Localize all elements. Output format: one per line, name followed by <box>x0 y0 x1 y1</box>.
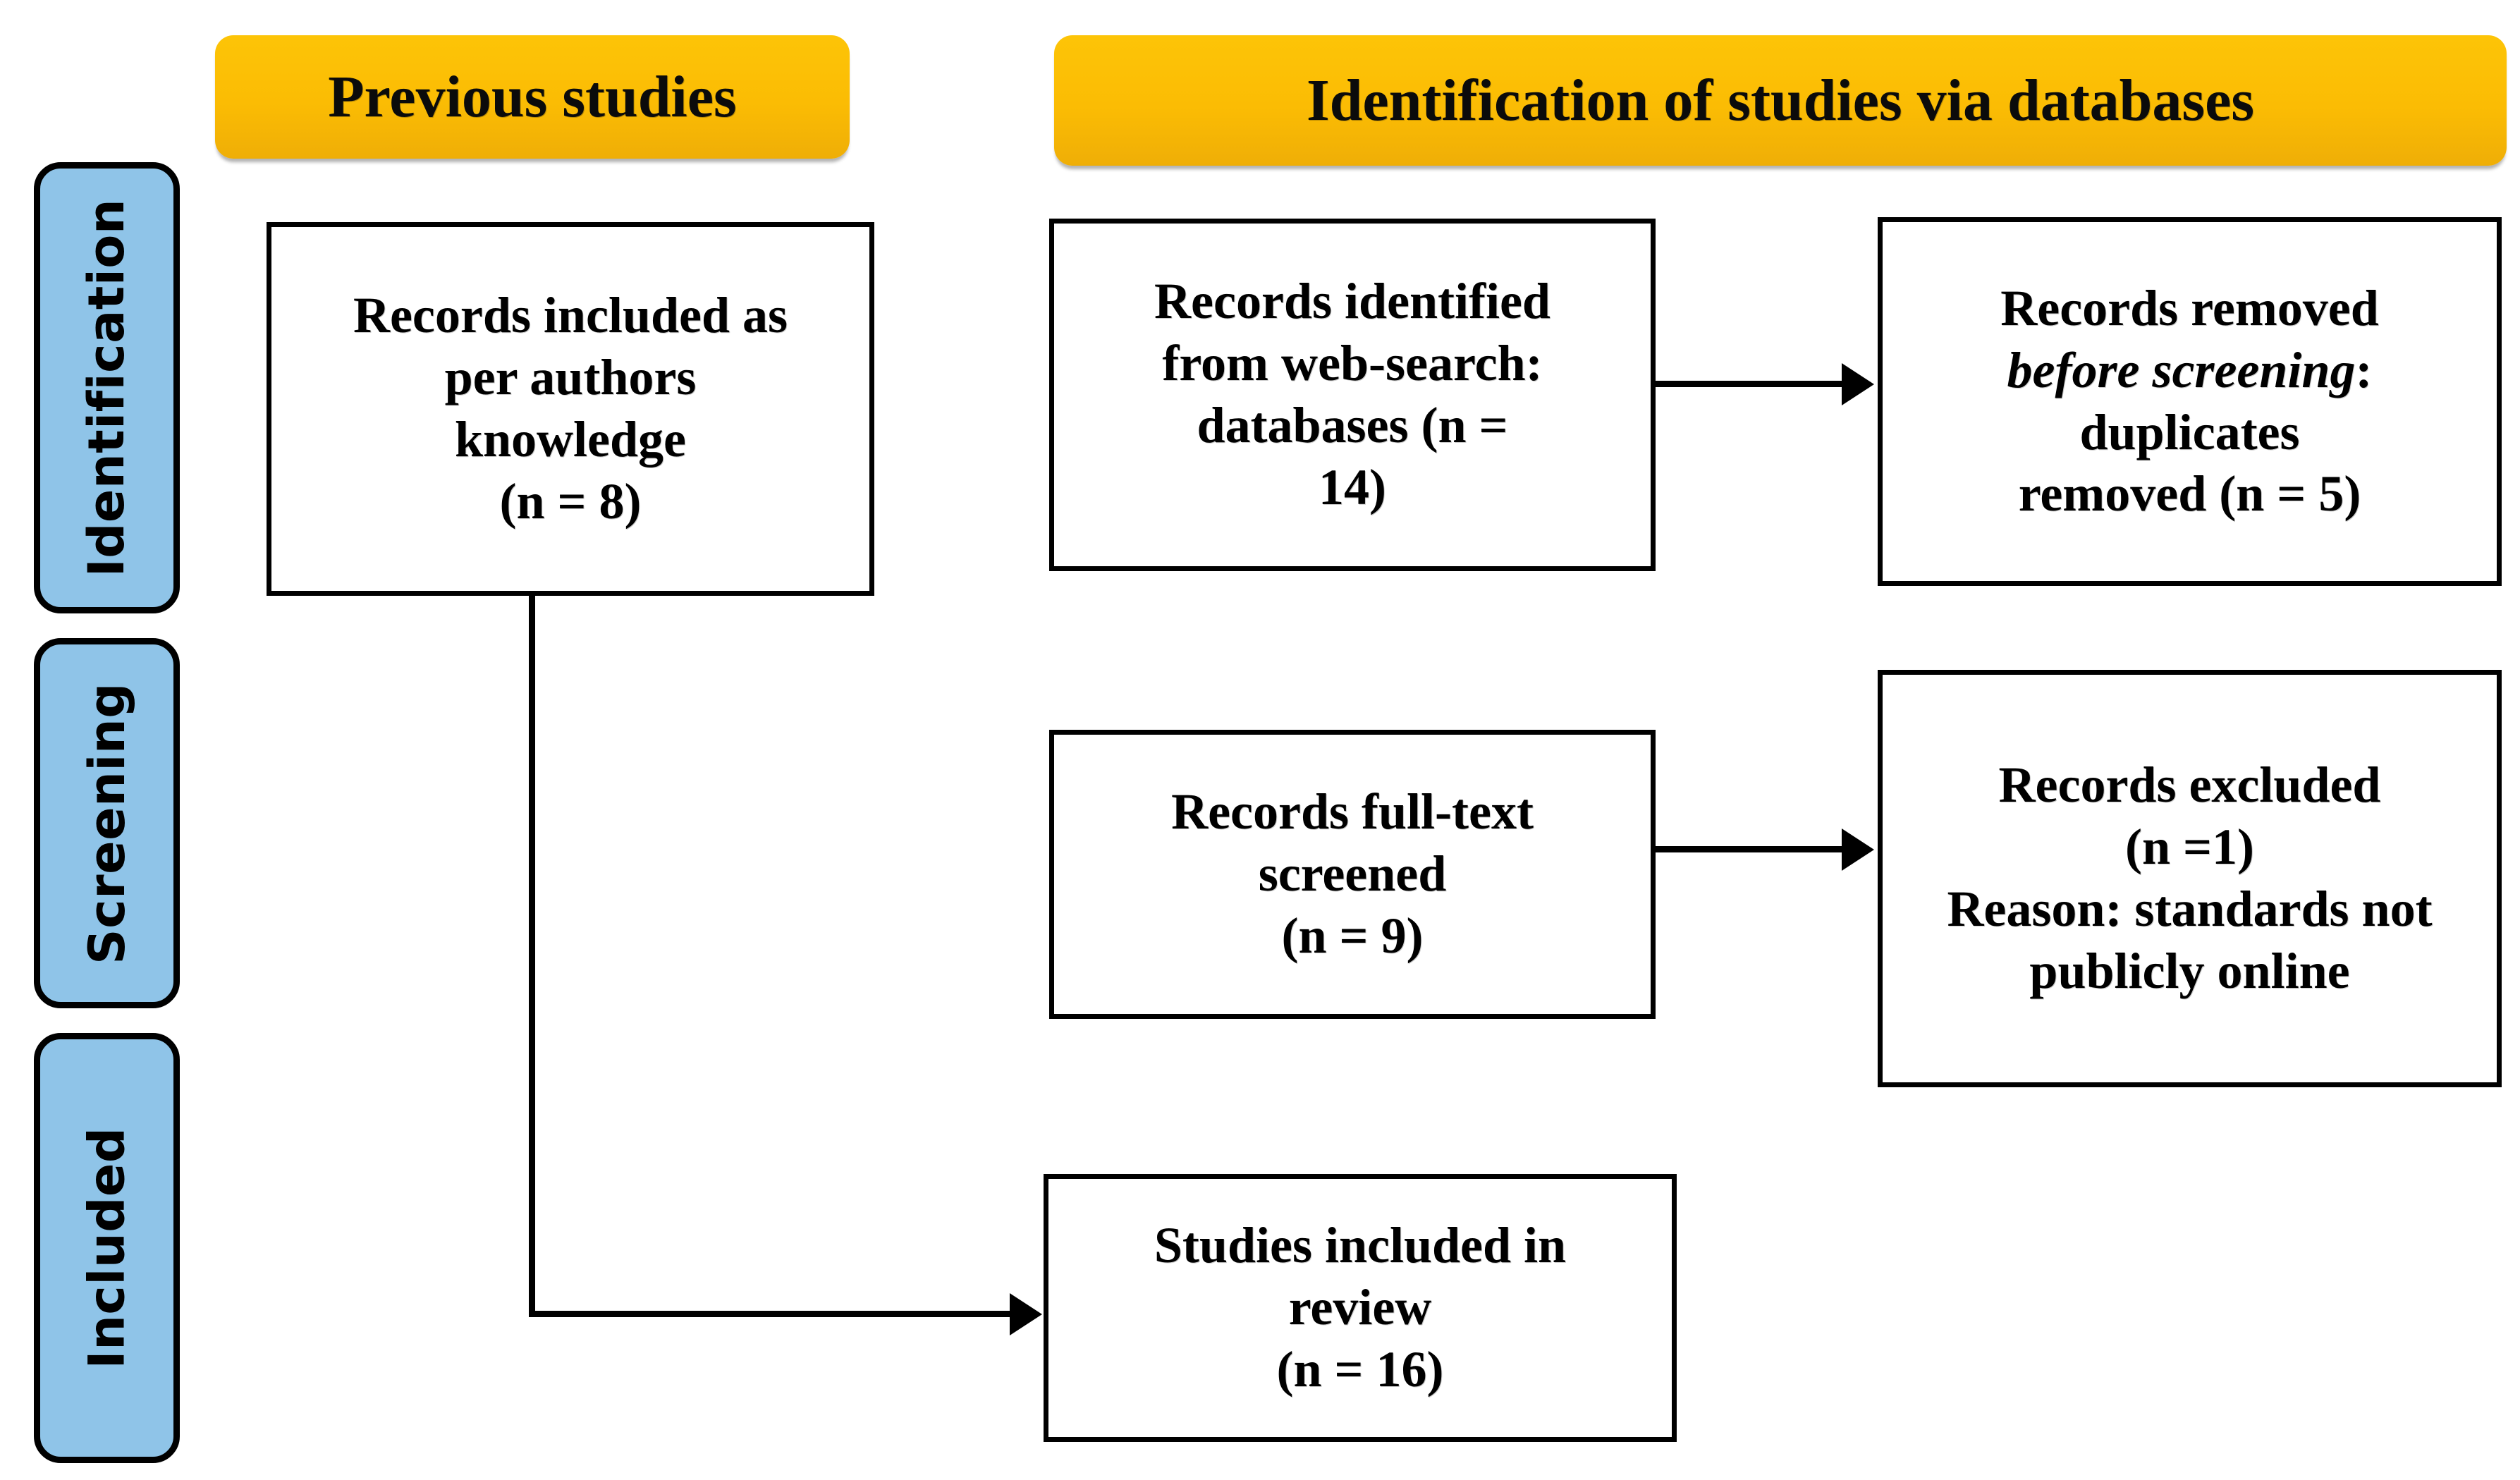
connector-previous-studies-vertical <box>529 596 535 1317</box>
stage-label-included: Included <box>78 1127 136 1369</box>
arrowhead-screened-to-excluded <box>1842 828 1874 871</box>
line-2: per authors <box>444 349 697 406</box>
stage-label-identification: Identification <box>78 198 136 577</box>
line-1: Records included as <box>353 287 788 344</box>
line-3: duplicates <box>2079 403 2300 460</box>
box-records-identified-databases: Records identified from web-search: data… <box>1049 219 1656 571</box>
box-records-full-text-screened: Records full-text screened (n = 9) <box>1049 730 1656 1019</box>
stage-pill-identification: Identification <box>34 162 180 613</box>
line-1: Records removed <box>2000 279 2379 336</box>
line-1: Records identified <box>1154 273 1550 330</box>
line-2: (n =1) <box>2124 819 2255 876</box>
banner-label-previous-studies: Previous studies <box>328 64 737 130</box>
box-text-records-removed-before-screening: Records removed before screening: duplic… <box>2000 278 2379 525</box>
line-4: (n = 8) <box>499 472 642 530</box>
stage-pill-screening: Screening <box>34 638 180 1008</box>
banner-label-identification-via-databases: Identification of studies via databases <box>1306 68 2255 133</box>
connector-identified-to-removed <box>1656 381 1846 387</box>
connector-previous-studies-horizontal <box>529 1311 1022 1317</box>
line-2-italic: before screening <box>2007 341 2356 398</box>
banner-previous-studies: Previous studies <box>215 35 850 159</box>
line-2: review <box>1288 1279 1432 1336</box>
line-1: Studies included in <box>1154 1217 1567 1274</box>
box-records-removed-before-screening: Records removed before screening: duplic… <box>1878 217 2502 586</box>
line-3: (n = 16) <box>1276 1340 1444 1398</box>
arrowhead-previous-studies-to-included <box>1010 1293 1042 1335</box>
line-2-tail: : <box>2355 341 2373 398</box>
line-4: 14) <box>1319 458 1386 515</box>
line-3: knowledge <box>454 411 687 467</box>
stage-pill-included: Included <box>34 1033 180 1463</box>
box-text-records-excluded: Records excluded (n =1) Reason: standard… <box>1947 754 2432 1002</box>
line-4: removed (n = 5) <box>2018 465 2361 522</box>
box-records-included-authors-knowledge: Records included as per authors knowledg… <box>267 222 874 596</box>
arrowhead-identified-to-removed <box>1842 363 1874 405</box>
box-text-records-identified-databases: Records identified from web-search: data… <box>1154 271 1550 518</box>
box-text-studies-included-in-review: Studies included in review (n = 16) <box>1154 1215 1566 1400</box>
stage-label-screening: Screening <box>78 682 136 965</box>
box-text-records-included-authors-knowledge: Records included as per authors knowledg… <box>353 285 788 532</box>
connector-screened-to-excluded <box>1656 846 1846 852</box>
line-2: screened <box>1258 845 1447 903</box>
box-records-excluded: Records excluded (n =1) Reason: standard… <box>1878 670 2502 1087</box>
line-4: publicly online <box>2029 942 2350 999</box>
box-text-records-full-text-screened: Records full-text screened (n = 9) <box>1171 781 1534 967</box>
box-studies-included-in-review: Studies included in review (n = 16) <box>1044 1174 1677 1442</box>
line-3: Reason: standards not <box>1947 881 2433 937</box>
banner-identification-via-databases: Identification of studies via databases <box>1054 35 2507 166</box>
line-3: databases (n = <box>1197 397 1508 453</box>
line-1: Records full-text <box>1171 783 1534 840</box>
line-2: from web-search: <box>1162 335 1543 392</box>
line-3: (n = 9) <box>1281 907 1424 964</box>
line-1: Records excluded <box>1998 757 2381 814</box>
